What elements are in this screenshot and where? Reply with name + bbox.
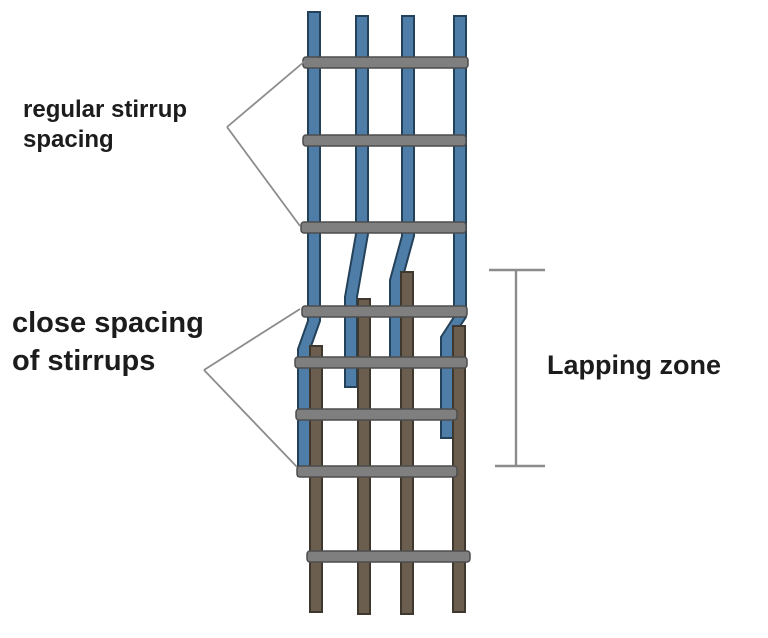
- stirrup-4: [301, 305, 468, 318]
- stirrup-1: [302, 56, 469, 69]
- stirrup-8: [306, 550, 471, 563]
- lower-column-bar-1: [309, 345, 323, 613]
- lapping-zone-label: Lapping zone: [547, 350, 721, 380]
- close-spacing-leader-lower: [203, 369, 298, 468]
- stirrup-2: [302, 134, 467, 147]
- regular-spacing-leader-lower: [226, 126, 301, 227]
- stirrup-5: [294, 356, 468, 369]
- regular-spacing-leader-upper: [226, 60, 306, 128]
- regular-stirrup-spacing-label: regular stirrup spacing: [23, 96, 188, 153]
- stirrup-6: [295, 408, 458, 421]
- lower-column-bar-2: [357, 298, 371, 615]
- stirrup-7: [296, 465, 458, 478]
- stirrup-3: [300, 221, 467, 234]
- close-spacing-leader-upper: [203, 308, 301, 371]
- close-spacing-label: close spacing of stirrups: [12, 307, 204, 377]
